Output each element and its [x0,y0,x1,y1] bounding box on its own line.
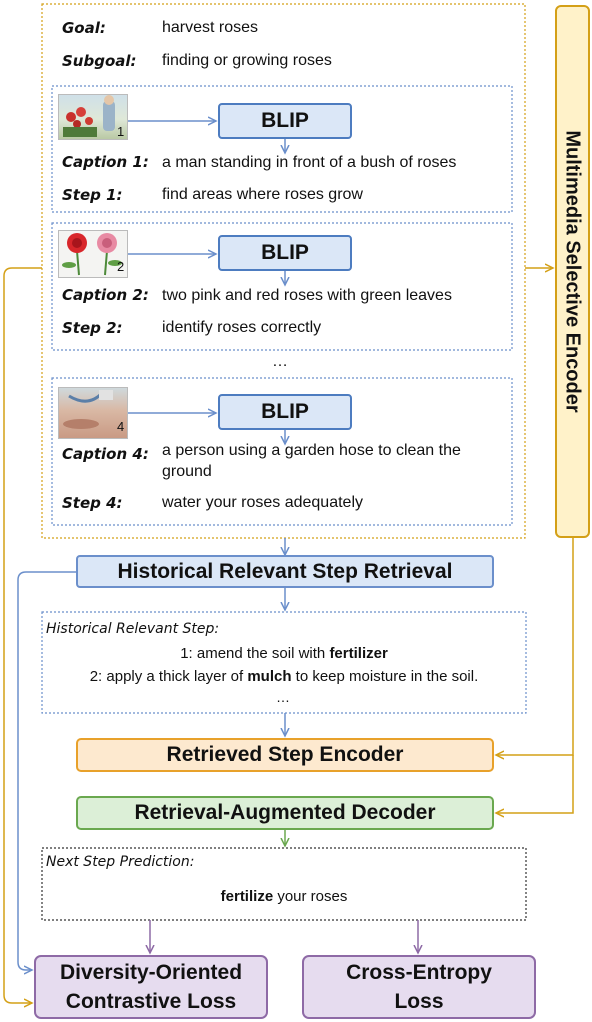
caption2-text: two pink and red roses with green leaves [162,287,452,304]
retrieved-step-encoder: Retrieved Step Encoder [76,738,494,772]
multimedia-selective-encoder: Multimedia Selective Encoder [555,5,590,538]
arrow-mse-decoder [496,755,574,813]
step1-image-number: 1 [117,124,125,139]
diversity-contrastive-loss: Diversity-Oriented Contrastive Loss [34,955,268,1019]
cross-entropy-loss: Cross-Entropy Loss [302,955,536,1019]
caption2-label: Caption 2: [62,286,149,304]
input-group-frame [41,3,526,539]
caption4-label: Caption 4: [62,445,149,463]
arrow-group-diversity [3,267,42,1003]
historical-steps-frame [41,611,527,714]
step1-frame [51,85,513,213]
caption1-text: a man standing in front of a bush of ros… [162,154,457,171]
step4-text: water your roses adequately [162,494,363,511]
historical-step-1: 1: amend the soil with fertilizer [180,645,388,662]
next-step-prediction: fertilize your roses [220,888,348,905]
arrow-retrieval-diversity [17,571,76,970]
blip-box-1: BLIP [218,103,352,139]
step2-label: Step 2: [62,319,123,337]
historical-step-2: 2: apply a thick layer of mulch to keep … [89,668,479,685]
step1-image [58,94,128,140]
step1-text: find areas where roses grow [162,186,363,203]
diversity-loss-line2: Contrastive Loss [65,990,237,1013]
step2-image-number: 2 [117,259,125,274]
ce-loss-line1: Cross-Entropy [346,961,492,984]
subgoal-label: Subgoal: [62,52,137,70]
step4-image-number: 4 [117,419,125,434]
steps-ellipsis: … [272,353,288,370]
step2-text: identify roses correctly [162,319,322,336]
historical-steps-title: Historical Relevant Step: [46,621,220,637]
caption1-label: Caption 1: [62,153,149,171]
step4-frame [51,377,513,526]
blip-box-4: BLIP [218,394,352,430]
next-step-title: Next Step Prediction: [46,854,195,870]
step2-frame [51,222,513,351]
subgoal-value: finding or growing roses [162,52,332,69]
blip-box-2: BLIP [218,235,352,271]
goal-value: harvest roses [162,19,259,36]
caption4-text: a person using a garden hose to clean th… [162,442,461,480]
step4-image [58,387,128,439]
goal-label: Goal: [62,19,106,37]
step4-label: Step 4: [62,494,123,512]
retrieval-augmented-decoder: Retrieval-Augmented Decoder [76,796,494,830]
step2-image [58,230,128,278]
next-step-frame [41,847,527,921]
historical-relevant-step-retrieval: Historical Relevant Step Retrieval [76,555,494,588]
ce-loss-line2: Loss [394,990,444,1013]
step1-label: Step 1: [62,186,123,204]
multimedia-selective-encoder-label: Multimedia Selective Encoder [562,130,585,413]
diversity-loss-line1: Diversity-Oriented [59,961,243,984]
historical-steps-ellipsis: … [276,689,290,705]
